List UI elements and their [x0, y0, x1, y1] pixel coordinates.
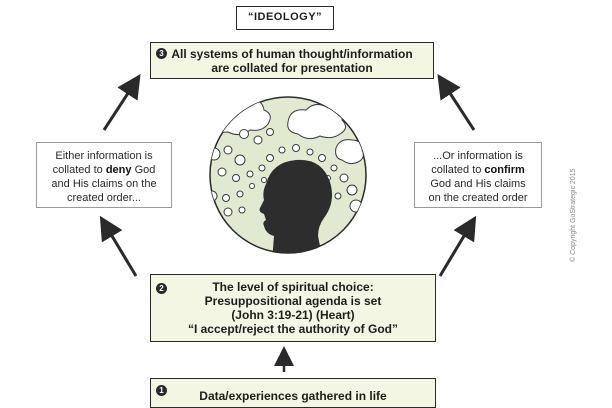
- step-3-line-2: are collated for presentation: [211, 61, 373, 75]
- arrow-right-upper: [437, 73, 476, 131]
- step-3-box: 3 All systems of human thought/informati…: [150, 42, 434, 79]
- step-1-number: 1: [156, 385, 167, 396]
- step-2-number: 2: [156, 283, 167, 294]
- step-3-number: 3: [156, 48, 167, 59]
- confirm-line-2: collated to confirm: [415, 163, 541, 177]
- deny-line-1: Either information is: [55, 150, 153, 162]
- arrow-left-lower: [99, 215, 138, 277]
- arrow-right-lower: [438, 215, 477, 277]
- thought-cloud-icon: [287, 104, 346, 140]
- deny-line-2: collated to deny God: [37, 163, 171, 177]
- step-2-box: 2 The level of spiritual choice: Presupp…: [150, 274, 436, 342]
- thought-cloud-icon: [211, 99, 271, 136]
- head-silhouette-icon: [259, 159, 332, 253]
- confirm-box: ...Or information is collated to confirm…: [414, 142, 542, 208]
- step-2-line-2: Presuppositional agenda is set: [204, 294, 382, 308]
- step-3-line-1: All systems of human thought/information: [171, 47, 413, 61]
- deny-line-2-post: God: [131, 164, 156, 176]
- deny-box: Either information is collated to deny G…: [36, 142, 172, 208]
- thinking-head-illustration: [209, 96, 367, 254]
- arrow-left-upper: [102, 73, 141, 131]
- confirm-line-1: ...Or information is: [433, 150, 523, 162]
- step-2-line-3: (John 3:19-21) (Heart): [231, 308, 355, 322]
- confirm-line-3: God and His claims: [430, 178, 526, 190]
- deny-line-2-pre: collated to: [52, 164, 106, 176]
- thought-cloud-icon: [335, 139, 364, 165]
- confirm-line-4: on the created order: [428, 192, 528, 204]
- deny-line-4: created order...: [67, 192, 141, 204]
- confirm-keyword: confirm: [484, 164, 525, 176]
- step-2-line-1: The level of spiritual choice:: [212, 280, 374, 294]
- ideology-title: “IDEOLOGY”: [236, 6, 334, 30]
- deny-line-3: and His claims on the: [51, 178, 157, 190]
- step-2-line-4: “I accept/reject the authority of God”: [187, 322, 399, 336]
- deny-keyword: deny: [105, 164, 132, 176]
- confirm-line-2-pre: collated to: [431, 164, 485, 176]
